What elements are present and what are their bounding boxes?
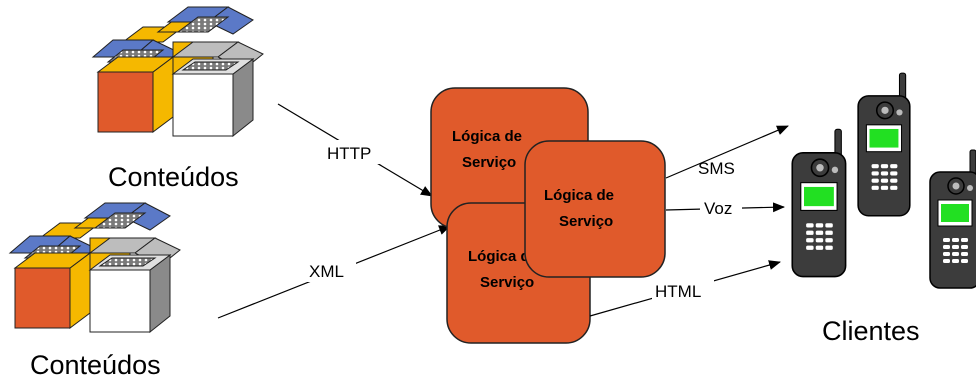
clients-label: Clientes <box>822 316 920 346</box>
content-label-top: Conteúdos <box>108 162 239 192</box>
service-logic-front-line1: Lógica de <box>468 248 538 265</box>
service-logic-front-line2: Serviço <box>480 274 534 291</box>
phone-icon <box>857 72 911 217</box>
xml-label: XML <box>309 262 344 281</box>
service-logic-back-line2: Serviço <box>462 154 516 171</box>
content-boxes-top <box>92 6 264 137</box>
sms-label: SMS <box>698 159 735 178</box>
content-boxes-bottom <box>9 202 181 333</box>
html-label: HTML <box>655 282 701 301</box>
service-logic-middle-line1: Lógica de <box>544 187 614 204</box>
service-logic-middle-line2: Serviço <box>559 213 613 230</box>
service-logic-back-line1: Lógica de <box>452 128 522 145</box>
sms-connector <box>665 125 789 179</box>
voz-label: Voz <box>704 199 732 218</box>
http-label: HTTP <box>327 144 371 163</box>
phone-icon <box>791 128 847 278</box>
content-label-bottom: Conteúdos <box>30 350 161 380</box>
service-logic-box-middle <box>524 140 666 278</box>
phone-icon <box>929 149 976 289</box>
